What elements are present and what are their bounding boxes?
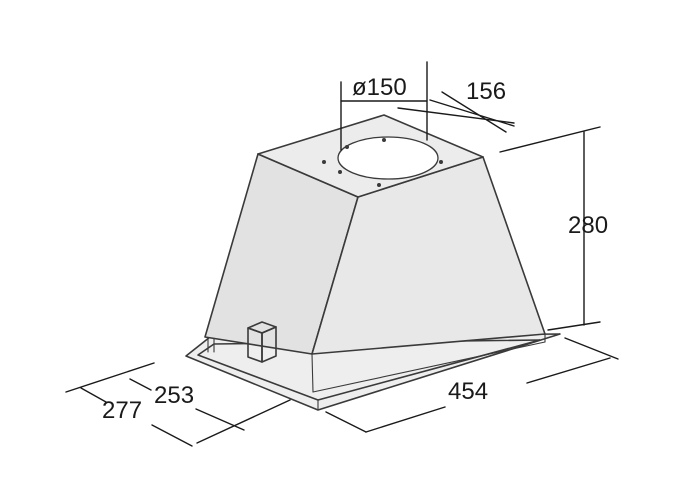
- screw-hole: [345, 145, 349, 149]
- dimension-width: 454: [325, 337, 619, 433]
- duct-opening: [322, 136, 443, 187]
- dimension-depth-inner: 253: [129, 378, 291, 444]
- screw-hole: [322, 160, 326, 164]
- dimension-label-width: 454: [448, 378, 488, 405]
- dimension-diameter: ø150: [340, 61, 428, 151]
- bottom-flange: [185, 333, 561, 411]
- dimension-depth-outer: 277: [65, 362, 193, 447]
- dimension-top-depth: 156: [397, 78, 515, 133]
- dimension-label-depth-outer: 277: [102, 397, 142, 424]
- dimension-label-diameter: ø150: [352, 74, 407, 101]
- screw-hole: [382, 138, 386, 142]
- control-box: [207, 321, 277, 363]
- dimension-height: 280: [499, 126, 608, 331]
- dimension-label-top-depth: 156: [466, 78, 506, 105]
- screw-hole: [338, 170, 342, 174]
- dimension-label-height: 280: [568, 212, 608, 239]
- screw-hole: [377, 183, 381, 187]
- dimension-label-depth-inner: 253: [154, 382, 194, 409]
- screw-hole: [439, 160, 443, 164]
